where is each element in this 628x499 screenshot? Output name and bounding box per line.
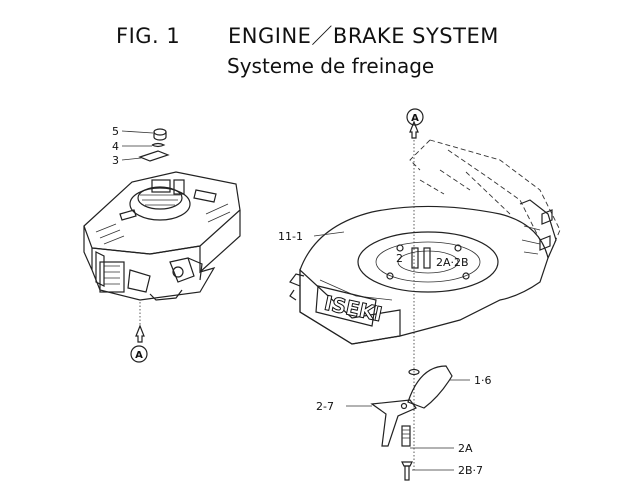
- callout-2b-7: 2B·7: [458, 464, 483, 477]
- callout-2a: 2A: [458, 442, 473, 455]
- figure-heading: ENGINE／BRAKE SYSTEM: [228, 24, 499, 48]
- marker-a-bottom: A: [130, 345, 148, 363]
- mount-bolts: [386, 244, 470, 280]
- figure-number: FIG. 1: [116, 24, 181, 48]
- svg-text:A: A: [135, 350, 143, 361]
- brake-parts: [346, 365, 470, 481]
- engine-assembly: 5 4 3: [83, 125, 241, 343]
- part-3-plate: [138, 150, 170, 162]
- callout-11-1: 11-1: [278, 230, 303, 243]
- callout-5: 5: [112, 125, 119, 138]
- figure-subtitle: Systeme de freinage: [227, 54, 435, 78]
- callout-2: 2: [396, 252, 403, 265]
- figure-title: FIG. 1 ENGINE／BRAKE SYSTEM: [116, 20, 516, 50]
- callout-1-6: 1·6: [474, 374, 492, 387]
- mower-deck: ISEKI: [289, 120, 561, 470]
- brand-label: ISEKI: [322, 291, 384, 327]
- marker-a-top: A: [406, 108, 424, 126]
- callout-4: 4: [112, 140, 119, 153]
- callout-3: 3: [112, 154, 119, 167]
- callout-2-7: 2-7: [316, 400, 334, 413]
- svg-text:A: A: [411, 113, 419, 124]
- part-4-spring: [151, 142, 166, 148]
- callout-2a-2b: 2A·2B: [436, 256, 469, 269]
- part-5-cap: [153, 128, 167, 141]
